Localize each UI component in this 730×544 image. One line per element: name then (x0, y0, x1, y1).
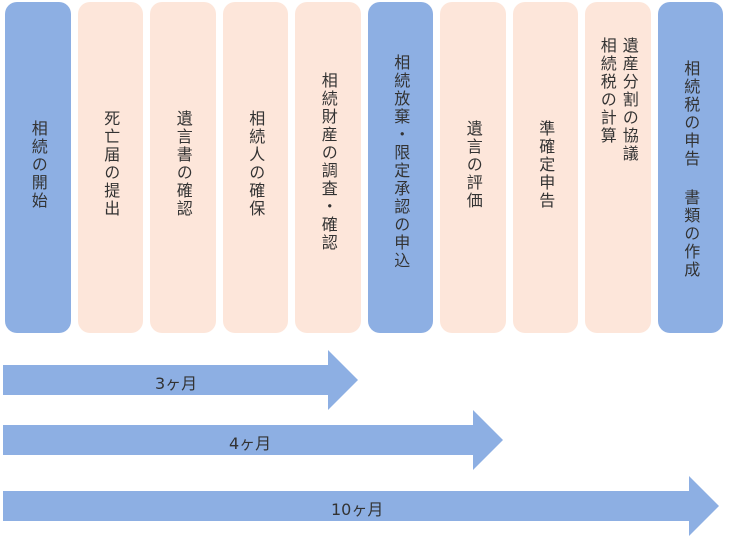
step-division-and-tax-calc: 遺産分割の協議 相続税の計算 (585, 2, 651, 333)
arrow-shaft (3, 365, 328, 395)
deadline-label: 10ヶ月 (331, 500, 384, 519)
step-label: 準確定申告 (536, 120, 556, 210)
step-label: 死亡届の提出 (101, 110, 121, 218)
deadline-label: 4ヶ月 (229, 434, 272, 453)
step-label: 遺言の評価 (463, 120, 483, 210)
step-label: 相続財産の調査・確認 (318, 72, 338, 252)
arrow-head (689, 476, 719, 536)
arrow-shaft (3, 491, 689, 521)
deadline-arrow-4-months: 4ヶ月 (3, 410, 503, 470)
step-tax-return: 相続税の申告 書類の作成 (657, 2, 723, 333)
step-quasi-final-return: 準確定申告 (512, 2, 578, 333)
step-estate-survey: 相続財産の調査・確認 (295, 2, 361, 333)
step-label: 相続の開始 (28, 120, 48, 210)
deadline-arrow-3-months: 3ヶ月 (3, 350, 358, 410)
step-death-notice: 死亡届の提出 (77, 2, 143, 333)
deadline-label: 3ヶ月 (155, 374, 198, 393)
arrow-head (473, 410, 503, 470)
deadline-arrow-10-months: 10ヶ月 (3, 476, 719, 536)
process-steps: 相続の開始 死亡届の提出 遺言書の確認 相続人の確保 相続財産の調査・確認 相続… (5, 2, 723, 333)
step-label: 相続税の申告 書類の作成 (681, 60, 701, 279)
step-will-evaluation: 遺言の評価 (440, 2, 506, 333)
step-will-check: 遺言書の確認 (150, 2, 216, 333)
step-label: 遺産分割の協議 相続税の計算 (597, 37, 639, 163)
step-label: 遺言書の確認 (173, 110, 193, 218)
arrow-shaft (3, 425, 473, 455)
arrow-head (328, 350, 358, 410)
step-label: 相続放棄・限定承認の申込 (391, 54, 411, 270)
step-label: 相続人の確保 (246, 110, 266, 218)
step-inheritance-start: 相続の開始 (5, 2, 71, 333)
step-heirs: 相続人の確保 (222, 2, 288, 333)
step-renunciation: 相続放棄・限定承認の申込 (367, 2, 433, 333)
